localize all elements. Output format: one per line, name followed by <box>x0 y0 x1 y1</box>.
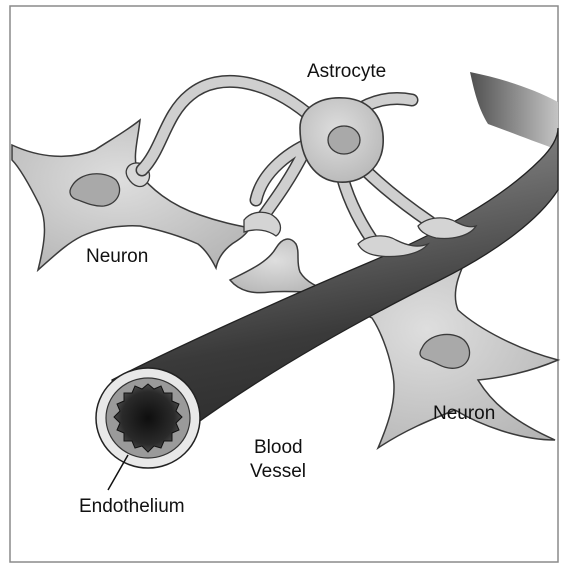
label-blood-vessel-line1: Blood <box>254 437 303 458</box>
label-neuron-right: Neuron <box>433 403 495 424</box>
label-astrocyte: Astrocyte <box>307 61 386 82</box>
label-endothelium: Endothelium <box>79 496 185 517</box>
end-foot-3 <box>244 212 281 236</box>
blood-vessel-far <box>470 72 558 150</box>
label-neuron-left: Neuron <box>86 246 148 267</box>
endothelium-leader-line <box>108 455 128 490</box>
label-blood-vessel-line2: Vessel <box>250 461 306 482</box>
astrocyte-nucleus <box>328 126 360 154</box>
vessel-opening <box>96 368 200 468</box>
axon-terminal <box>230 239 330 293</box>
